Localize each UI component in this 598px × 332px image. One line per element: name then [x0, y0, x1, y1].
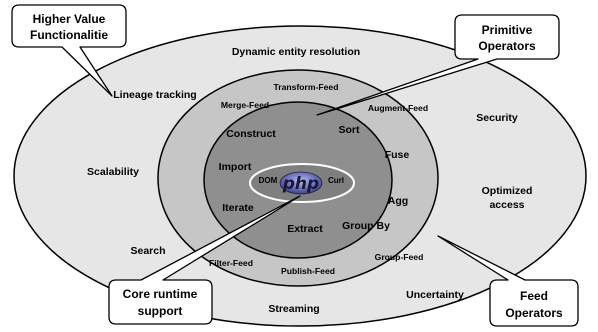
label-group-feed: Group-Feed — [375, 252, 424, 262]
core-label-curl: Curl — [328, 176, 344, 185]
callout-feed-operators-line1: Feed — [520, 289, 548, 303]
label-transform-feed: Transform-Feed — [274, 82, 339, 92]
callout-core-runtime-line2: support — [138, 304, 183, 318]
label-agg: Agg — [388, 195, 408, 207]
callout-higher-value-bubble — [11, 4, 127, 97]
label-group-by: Group By — [342, 220, 390, 232]
php-logo-text: php — [282, 174, 319, 194]
callout-higher-value-line1: Higher Value — [33, 12, 106, 26]
callout-primitive-operators: Primitive Operators — [316, 14, 560, 116]
callout-feed-operators-line2: Operators — [505, 306, 563, 320]
callout-higher-value-line2: Functionalitie — [30, 28, 108, 42]
label-import: Import — [219, 161, 252, 173]
callout-feed-operators: Feed Operators — [437, 235, 579, 327]
label-scalability: Scalability — [87, 166, 139, 178]
callout-core-runtime-line1: Core runtime — [123, 287, 198, 301]
label-search: Search — [130, 245, 165, 257]
callout-feed-operators-bubble — [437, 235, 579, 327]
label-fuse: Fuse — [385, 149, 410, 161]
callout-core-runtime: Core runtime support — [108, 195, 301, 325]
label-optimized-access-line1: Optimized — [482, 185, 533, 197]
label-construct: Construct — [226, 128, 276, 140]
callout-higher-value: Higher Value Functionalitie — [11, 4, 127, 97]
label-optimized-access-line2: access — [489, 199, 524, 211]
callout-primitive-operators-line1: Primitive — [482, 23, 533, 37]
php-logo: php — [279, 171, 323, 195]
label-augment-feed: Augment-Feed — [368, 103, 428, 113]
callout-primitive-operators-line2: Operators — [478, 39, 536, 53]
callout-core-runtime-bubble — [108, 195, 301, 325]
label-uncertainty: Uncertainty — [406, 289, 464, 301]
callout-primitive-operators-bubble — [316, 14, 560, 116]
label-security: Security — [476, 112, 518, 124]
label-dynamic-entity-resolution: Dynamic entity resolution — [232, 46, 360, 58]
label-publish-feed: Publish-Feed — [281, 266, 335, 276]
label-streaming: Streaming — [268, 303, 319, 315]
label-iterate: Iterate — [222, 202, 254, 214]
label-merge-feed: Merge-Feed — [221, 100, 269, 110]
label-extract: Extract — [287, 223, 323, 235]
label-sort: Sort — [339, 124, 361, 136]
label-lineage-tracking: Lineage tracking — [113, 89, 196, 101]
core-label-dom: DOM — [259, 176, 278, 185]
label-filter-feed: Filter-Feed — [209, 258, 253, 268]
